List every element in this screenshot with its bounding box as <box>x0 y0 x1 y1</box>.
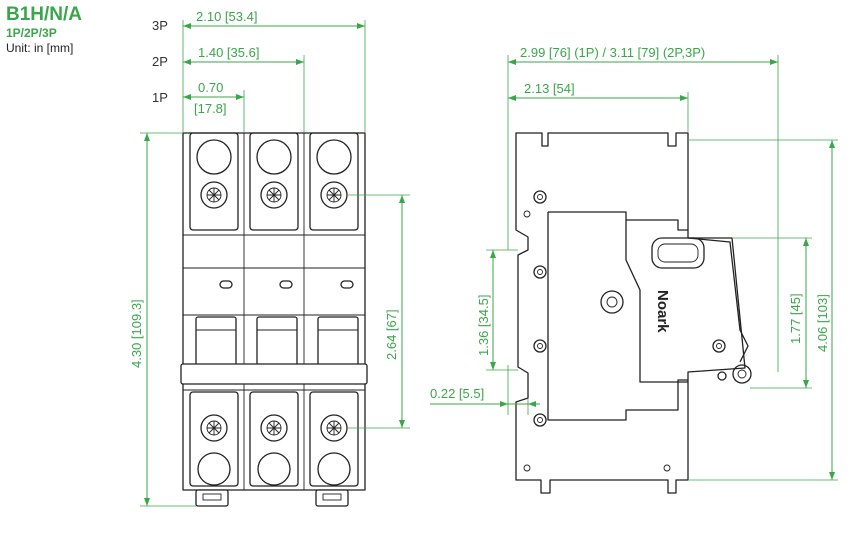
dim-width-3p: 2.10 [53.4] <box>196 9 257 24</box>
model-title: B1H/N/A <box>6 4 83 25</box>
lever-pivot <box>732 364 752 384</box>
front-dimensions <box>140 20 410 507</box>
pole-label-2p: 2P <box>152 54 168 69</box>
dim-terminal-spacing: 2.64 [67] <box>384 309 399 360</box>
handle-tie-bar <box>180 363 368 385</box>
dim-rail-offset: 0.22 [5.5] <box>430 386 484 401</box>
toggle-handles <box>180 316 368 385</box>
brand-label: Noark <box>654 290 671 333</box>
handle-slot <box>651 237 705 269</box>
side-view: Noark <box>430 45 838 494</box>
dim-side-height: 4.06 [103] <box>815 294 830 352</box>
bottom-terminals <box>189 391 359 487</box>
pole-label-3p: 3P <box>152 18 168 33</box>
dim-front-height: 1.77 [45] <box>788 293 803 344</box>
dim-rail-height: 1.36 [34.5] <box>476 295 491 356</box>
front-module-edge <box>548 211 688 231</box>
top-terminals <box>189 132 359 231</box>
dim-total-depth: 2.99 [76] (1P) / 3.11 [79] (2P,3P) <box>520 45 705 60</box>
pole-label-1p: 1P <box>152 90 168 105</box>
side-dimension-labels: 2.99 [76] (1P) / 3.11 [79] (2P,3P) 2.13 … <box>430 45 830 401</box>
side-body-outline <box>515 132 746 494</box>
header-block: B1H/N/A 1P/2P/3P Unit: in [mm] <box>6 4 82 56</box>
dim-width-1p-mm: [17.8] <box>194 101 227 116</box>
dim-width-1p-in: 0.70 <box>198 80 223 95</box>
rivets <box>523 190 727 472</box>
breaker-body-outline <box>182 132 366 491</box>
front-view: 3P 2P 1P 2.10 [53.4] 1.40 [35.6] 0.70 [1… <box>129 9 410 507</box>
trip-lever <box>687 237 749 363</box>
indicator-windows <box>219 280 354 289</box>
dim-front-depth: 2.13 [54] <box>524 81 575 96</box>
pole-variants: 1P/2P/3P <box>6 26 57 40</box>
din-clips <box>195 489 349 507</box>
dim-width-2p: 1.40 [35.6] <box>198 45 259 60</box>
dim-total-height: 4.30 [109.3] <box>129 299 144 368</box>
unit-note: Unit: in [mm] <box>6 41 74 55</box>
front-dimension-labels: 3P 2P 1P 2.10 [53.4] 1.40 [35.6] 0.70 [1… <box>129 9 399 368</box>
side-dimensions <box>430 55 838 481</box>
